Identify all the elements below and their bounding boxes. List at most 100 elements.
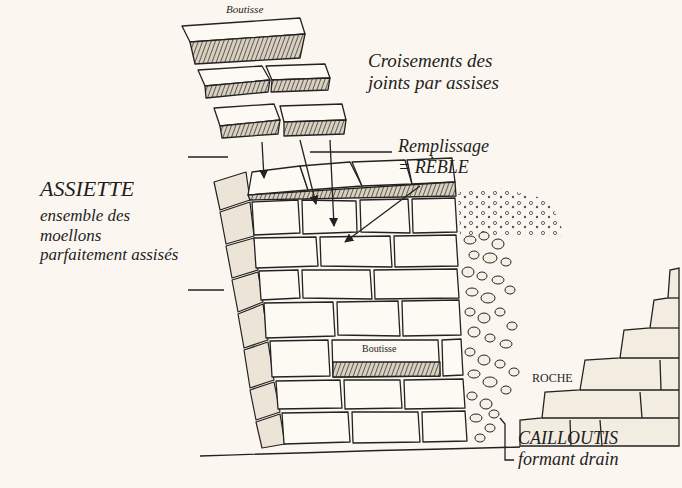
wall-end-face bbox=[238, 304, 268, 348]
leader-line bbox=[262, 142, 264, 178]
exploded-stone bbox=[205, 80, 270, 98]
drain-pebbles bbox=[466, 288, 478, 296]
wall-stone bbox=[404, 379, 465, 409]
callout-text: Remplissage = RÈBLE bbox=[398, 136, 489, 177]
rock bbox=[520, 268, 679, 446]
leader-line bbox=[188, 156, 228, 157]
exploded-stone bbox=[266, 64, 330, 80]
leader-line bbox=[500, 418, 514, 460]
drain-pebbles bbox=[483, 253, 497, 263]
heading-text: ASSIETTE bbox=[40, 176, 134, 201]
drain-pebbles bbox=[467, 392, 477, 400]
drain-pebbles bbox=[475, 434, 485, 442]
drain-pebbles bbox=[507, 322, 517, 330]
leader-line bbox=[188, 289, 224, 290]
drain-pebbles bbox=[462, 267, 474, 277]
rock bbox=[520, 268, 679, 446]
wall-stone bbox=[252, 200, 300, 235]
exploded-stone bbox=[280, 104, 346, 122]
wall-stone bbox=[360, 199, 410, 233]
ground-line bbox=[200, 447, 520, 456]
drain-pebbles bbox=[462, 232, 519, 442]
wall-stone bbox=[422, 411, 467, 442]
drain-pebbles bbox=[509, 368, 519, 376]
note-text: Croisements des joints par assises bbox=[368, 50, 518, 94]
wall-stone bbox=[302, 270, 372, 299]
drain-pebbles bbox=[469, 251, 479, 259]
drain-pebbles bbox=[492, 239, 504, 249]
wall-stone bbox=[270, 340, 330, 377]
wall-stone bbox=[259, 270, 300, 300]
exploded-stone bbox=[190, 34, 305, 64]
drain-pebbles bbox=[481, 293, 495, 303]
rock bbox=[620, 357, 679, 358]
exploded-stone bbox=[284, 120, 346, 136]
wall-end-face bbox=[226, 238, 258, 278]
drain-pebbles bbox=[485, 334, 495, 342]
wall-stone bbox=[442, 339, 463, 376]
wall-stone bbox=[332, 340, 440, 377]
leader-line bbox=[345, 186, 420, 242]
drain-pebbles bbox=[500, 340, 512, 348]
wall-stone bbox=[402, 300, 461, 336]
drain-pebbles bbox=[465, 308, 475, 316]
rock bbox=[542, 417, 679, 418]
drain-pebbles bbox=[479, 232, 489, 240]
rock bbox=[580, 389, 679, 390]
wall-end-face bbox=[256, 414, 285, 448]
drain-pebbles bbox=[468, 327, 480, 337]
leader-line bbox=[330, 140, 334, 226]
wall-top-course bbox=[248, 182, 456, 200]
drain-pebbles bbox=[478, 313, 490, 323]
ground-line bbox=[200, 447, 520, 456]
drain-pebbles bbox=[478, 355, 490, 365]
callout-text: CAILLOUTIS formant drain bbox=[518, 428, 668, 469]
drain-pebbles bbox=[485, 424, 495, 432]
wall-stone bbox=[394, 235, 458, 267]
leader-line bbox=[188, 140, 514, 460]
exploded-stone bbox=[182, 18, 346, 138]
wall-stone bbox=[282, 412, 350, 444]
wall-stone bbox=[264, 302, 335, 338]
leader-line bbox=[300, 140, 316, 204]
exploded-stone bbox=[271, 78, 330, 92]
drain-pebbles bbox=[483, 377, 497, 387]
stone-label: Boutisse bbox=[226, 3, 263, 16]
wall-stone bbox=[333, 362, 440, 377]
drain-pebbles bbox=[505, 286, 515, 294]
wall-stone bbox=[344, 380, 402, 409]
drain-pebbles bbox=[495, 360, 505, 368]
drain-pebbles bbox=[477, 272, 487, 280]
rock bbox=[650, 327, 679, 328]
wall-stone bbox=[252, 198, 467, 444]
drain-pebbles bbox=[501, 258, 511, 266]
drain-pebbles bbox=[495, 308, 505, 316]
wall-stone bbox=[254, 237, 318, 268]
note-text: ensemble des moellons parfaitement assis… bbox=[40, 206, 180, 265]
drain-pebbles bbox=[470, 414, 482, 422]
leader-line bbox=[310, 151, 392, 152]
wall-stone bbox=[276, 380, 342, 409]
drain-pebbles bbox=[464, 236, 476, 244]
wall-stone bbox=[320, 236, 392, 267]
gravel-fill bbox=[458, 188, 565, 236]
wall-stone bbox=[412, 198, 457, 233]
wall-stone bbox=[337, 301, 400, 336]
wall-stone bbox=[302, 200, 357, 234]
drain-pebbles bbox=[480, 399, 492, 409]
wall-end-face bbox=[250, 382, 280, 420]
drain-pebbles bbox=[492, 276, 504, 284]
exploded-stone bbox=[220, 120, 280, 138]
wall-top-course bbox=[248, 166, 308, 195]
stone-label: Boutisse bbox=[360, 343, 398, 355]
gravel-fill bbox=[458, 188, 565, 236]
drain-pebbles bbox=[489, 410, 499, 418]
drain-pebbles bbox=[465, 348, 475, 356]
drain-pebbles bbox=[501, 386, 511, 394]
drain-pebbles bbox=[468, 370, 480, 378]
wall-stone bbox=[374, 269, 459, 299]
wall-stone bbox=[352, 412, 420, 443]
rock bbox=[668, 297, 679, 298]
